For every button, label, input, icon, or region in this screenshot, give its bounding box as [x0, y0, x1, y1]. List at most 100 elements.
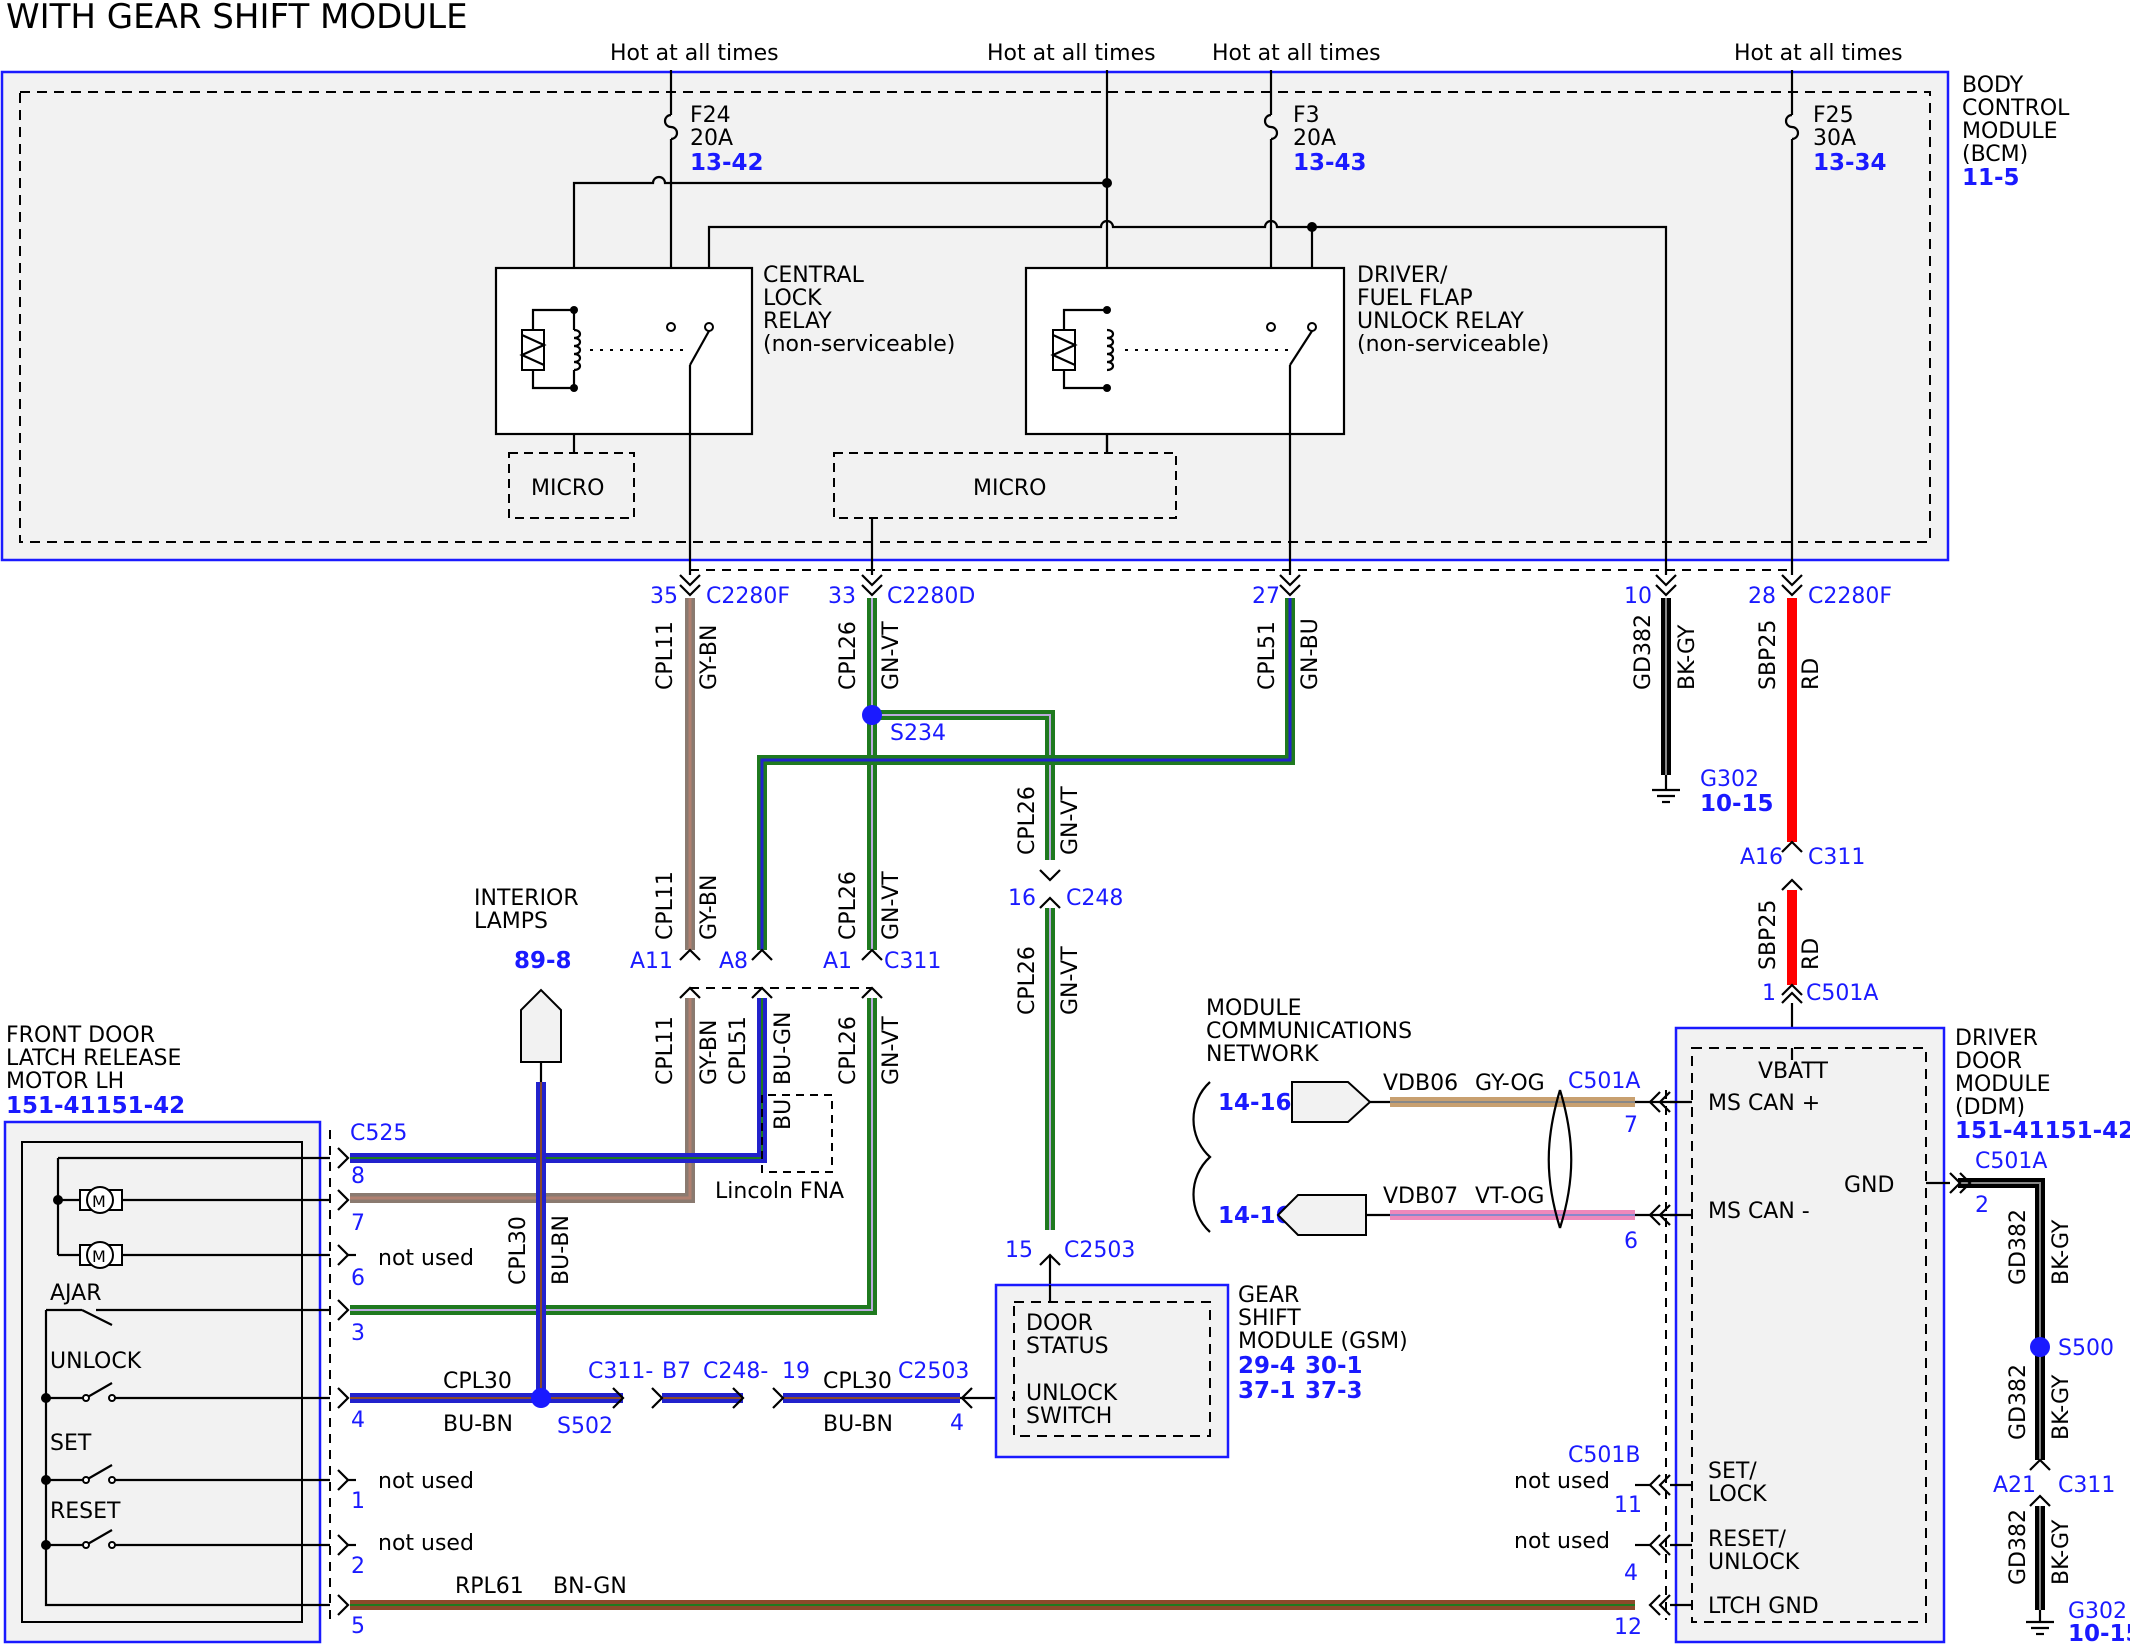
svg-text:F25: F25 — [1813, 103, 1854, 128]
svg-text:RD: RD — [1799, 938, 1824, 970]
svg-text:C2280F: C2280F — [1808, 584, 1892, 609]
svg-text:SBP25: SBP25 — [1756, 620, 1781, 690]
svg-text:FUEL FLAP: FUEL FLAP — [1357, 286, 1473, 311]
svg-text:CPL30: CPL30 — [506, 1216, 531, 1285]
svg-text:(DDM): (DDM) — [1955, 1095, 2025, 1120]
svg-text:RPL61: RPL61 — [455, 1574, 524, 1599]
svg-text:CPL30: CPL30 — [443, 1369, 512, 1394]
svg-text:B7: B7 — [662, 1359, 691, 1384]
svg-text:37-1: 37-1 — [1238, 1378, 1296, 1404]
svg-text:C2280F: C2280F — [706, 584, 790, 609]
latch-motor-switch-labels: AJAR UNLOCK SET RESET — [50, 1281, 142, 1524]
lincoln-fna-box — [761, 1094, 833, 1173]
svg-text:CPL30: CPL30 — [823, 1369, 892, 1394]
svg-text:20A: 20A — [1293, 126, 1336, 151]
svg-text:7: 7 — [1624, 1113, 1638, 1138]
bcm-label: BODY CONTROL MODULE (BCM) 11-5 — [1962, 73, 2070, 191]
central-lock-relay-label: CENTRAL LOCK RELAY (non-serviceable) — [763, 263, 955, 357]
svg-text:RESET/: RESET/ — [1708, 1527, 1786, 1552]
svg-text:SBP25: SBP25 — [1756, 900, 1781, 970]
svg-text:GN-VT: GN-VT — [1058, 946, 1083, 1015]
svg-text:C2503: C2503 — [1064, 1238, 1135, 1263]
page-title: WITH GEAR SHIFT MODULE — [6, 0, 468, 37]
svg-text:CPL26: CPL26 — [836, 1016, 861, 1085]
svg-text:GD382: GD382 — [1631, 614, 1656, 690]
svg-text:A8: A8 — [719, 949, 748, 974]
svg-text:11: 11 — [1614, 1493, 1642, 1518]
fuse-f24: F24 20A 13-42 — [690, 103, 764, 176]
svg-text:CPL51: CPL51 — [1255, 621, 1280, 690]
c525-connector: C525 8 7 6 3 4 1 2 5 — [337, 1121, 407, 1639]
svg-text:20A: 20A — [690, 126, 733, 151]
svg-text:30-1: 30-1 — [1305, 1353, 1363, 1379]
svg-text:GD382: GD382 — [2006, 1209, 2031, 1285]
wire-gd382-ddm — [1958, 1178, 2045, 1610]
svg-text:A21: A21 — [1993, 1473, 2036, 1498]
svg-text:C311: C311 — [1808, 845, 1865, 870]
svg-text:C248: C248 — [1066, 886, 1123, 911]
svg-text:C501A: C501A — [1568, 1069, 1640, 1094]
svg-text:BU-BN: BU-BN — [443, 1412, 513, 1437]
svg-text:BK-GY: BK-GY — [2049, 1219, 2074, 1285]
svg-text:LATCH RELEASE: LATCH RELEASE — [6, 1046, 181, 1071]
svg-text:GD382: GD382 — [2006, 1364, 2031, 1440]
svg-text:LOCK: LOCK — [763, 286, 822, 311]
splice-s500-label: S500 — [2058, 1336, 2114, 1361]
svg-text:MICRO: MICRO — [531, 476, 604, 501]
hot-label-1: Hot at all times — [610, 41, 779, 66]
svg-text:MOTOR LH: MOTOR LH — [6, 1069, 124, 1094]
svg-text:BK-GY: BK-GY — [1675, 624, 1700, 690]
svg-text:LTCH GND: LTCH GND — [1708, 1594, 1819, 1619]
wire-cpl26 — [350, 598, 1055, 1315]
svg-text:not used: not used — [378, 1469, 474, 1494]
svg-text:151-41151-42: 151-41151-42 — [1955, 1118, 2130, 1144]
svg-text:not used: not used — [378, 1246, 474, 1271]
svg-text:C2280D: C2280D — [887, 584, 975, 609]
svg-text:89-8: 89-8 — [514, 948, 572, 974]
svg-text:CPL26: CPL26 — [836, 621, 861, 690]
svg-text:VDB06: VDB06 — [1383, 1071, 1458, 1096]
svg-text:LOCK: LOCK — [1708, 1482, 1767, 1507]
svg-text:C311: C311 — [2058, 1473, 2115, 1498]
svg-text:MODULE: MODULE — [1962, 119, 2058, 144]
svg-text:CONTROL: CONTROL — [1962, 96, 2070, 121]
c311-labels: A11 A8 A1 C311 16 C248 A16 C311 1 C501A … — [630, 845, 2115, 1498]
bcm-ref: 11-5 — [1962, 165, 2020, 191]
svg-text:29-4: 29-4 — [1238, 1353, 1296, 1379]
svg-text:DRIVER/: DRIVER/ — [1357, 263, 1448, 288]
svg-text:F24: F24 — [690, 103, 731, 128]
svg-text:CENTRAL: CENTRAL — [763, 263, 865, 288]
svg-text:(non-serviceable): (non-serviceable) — [1357, 332, 1549, 357]
svg-text:1: 1 — [351, 1489, 365, 1514]
svg-text:A11: A11 — [630, 949, 673, 974]
svg-text:BODY: BODY — [1962, 73, 2024, 98]
svg-text:DOOR: DOOR — [1026, 1311, 1093, 1336]
hot-label-4: Hot at all times — [1734, 41, 1903, 66]
svg-text:LAMPS: LAMPS — [474, 909, 548, 934]
svg-text:6: 6 — [1624, 1229, 1638, 1254]
svg-text:GN-VT: GN-VT — [879, 871, 904, 940]
svg-text:GN-VT: GN-VT — [1058, 786, 1083, 855]
gear-shift-module — [994, 1283, 1230, 1459]
svg-text:MODULE: MODULE — [1206, 996, 1302, 1021]
svg-text:COMMUNICATIONS: COMMUNICATIONS — [1206, 1019, 1412, 1044]
svg-text:CPL26: CPL26 — [836, 871, 861, 940]
svg-text:28: 28 — [1748, 584, 1776, 609]
inline-connector-labels: C311- B7 C248- 19 C2503 4 — [588, 1359, 969, 1436]
svg-text:FRONT DOOR: FRONT DOOR — [6, 1023, 155, 1048]
mcn-label: MODULE COMMUNICATIONS NETWORK 14-16 14-1… — [1192, 996, 1412, 1233]
svg-text:UNLOCK: UNLOCK — [1708, 1550, 1800, 1575]
svg-text:14-16: 14-16 — [1218, 1090, 1292, 1116]
svg-text:10: 10 — [1624, 584, 1652, 609]
svg-text:VT-OG: VT-OG — [1475, 1184, 1544, 1209]
svg-text:BU-GN: BU-GN — [771, 1012, 796, 1085]
svg-text:151-41151-42: 151-41151-42 — [6, 1093, 185, 1119]
svg-text:35: 35 — [650, 584, 678, 609]
svg-text:C311-: C311- — [588, 1359, 653, 1384]
splice-s502 — [531, 1388, 551, 1408]
svg-text:DOOR: DOOR — [1955, 1049, 2022, 1074]
svg-text:CPL51: CPL51 — [726, 1016, 751, 1085]
svg-text:A16: A16 — [1740, 845, 1783, 870]
c2280-pins — [679, 574, 1803, 597]
